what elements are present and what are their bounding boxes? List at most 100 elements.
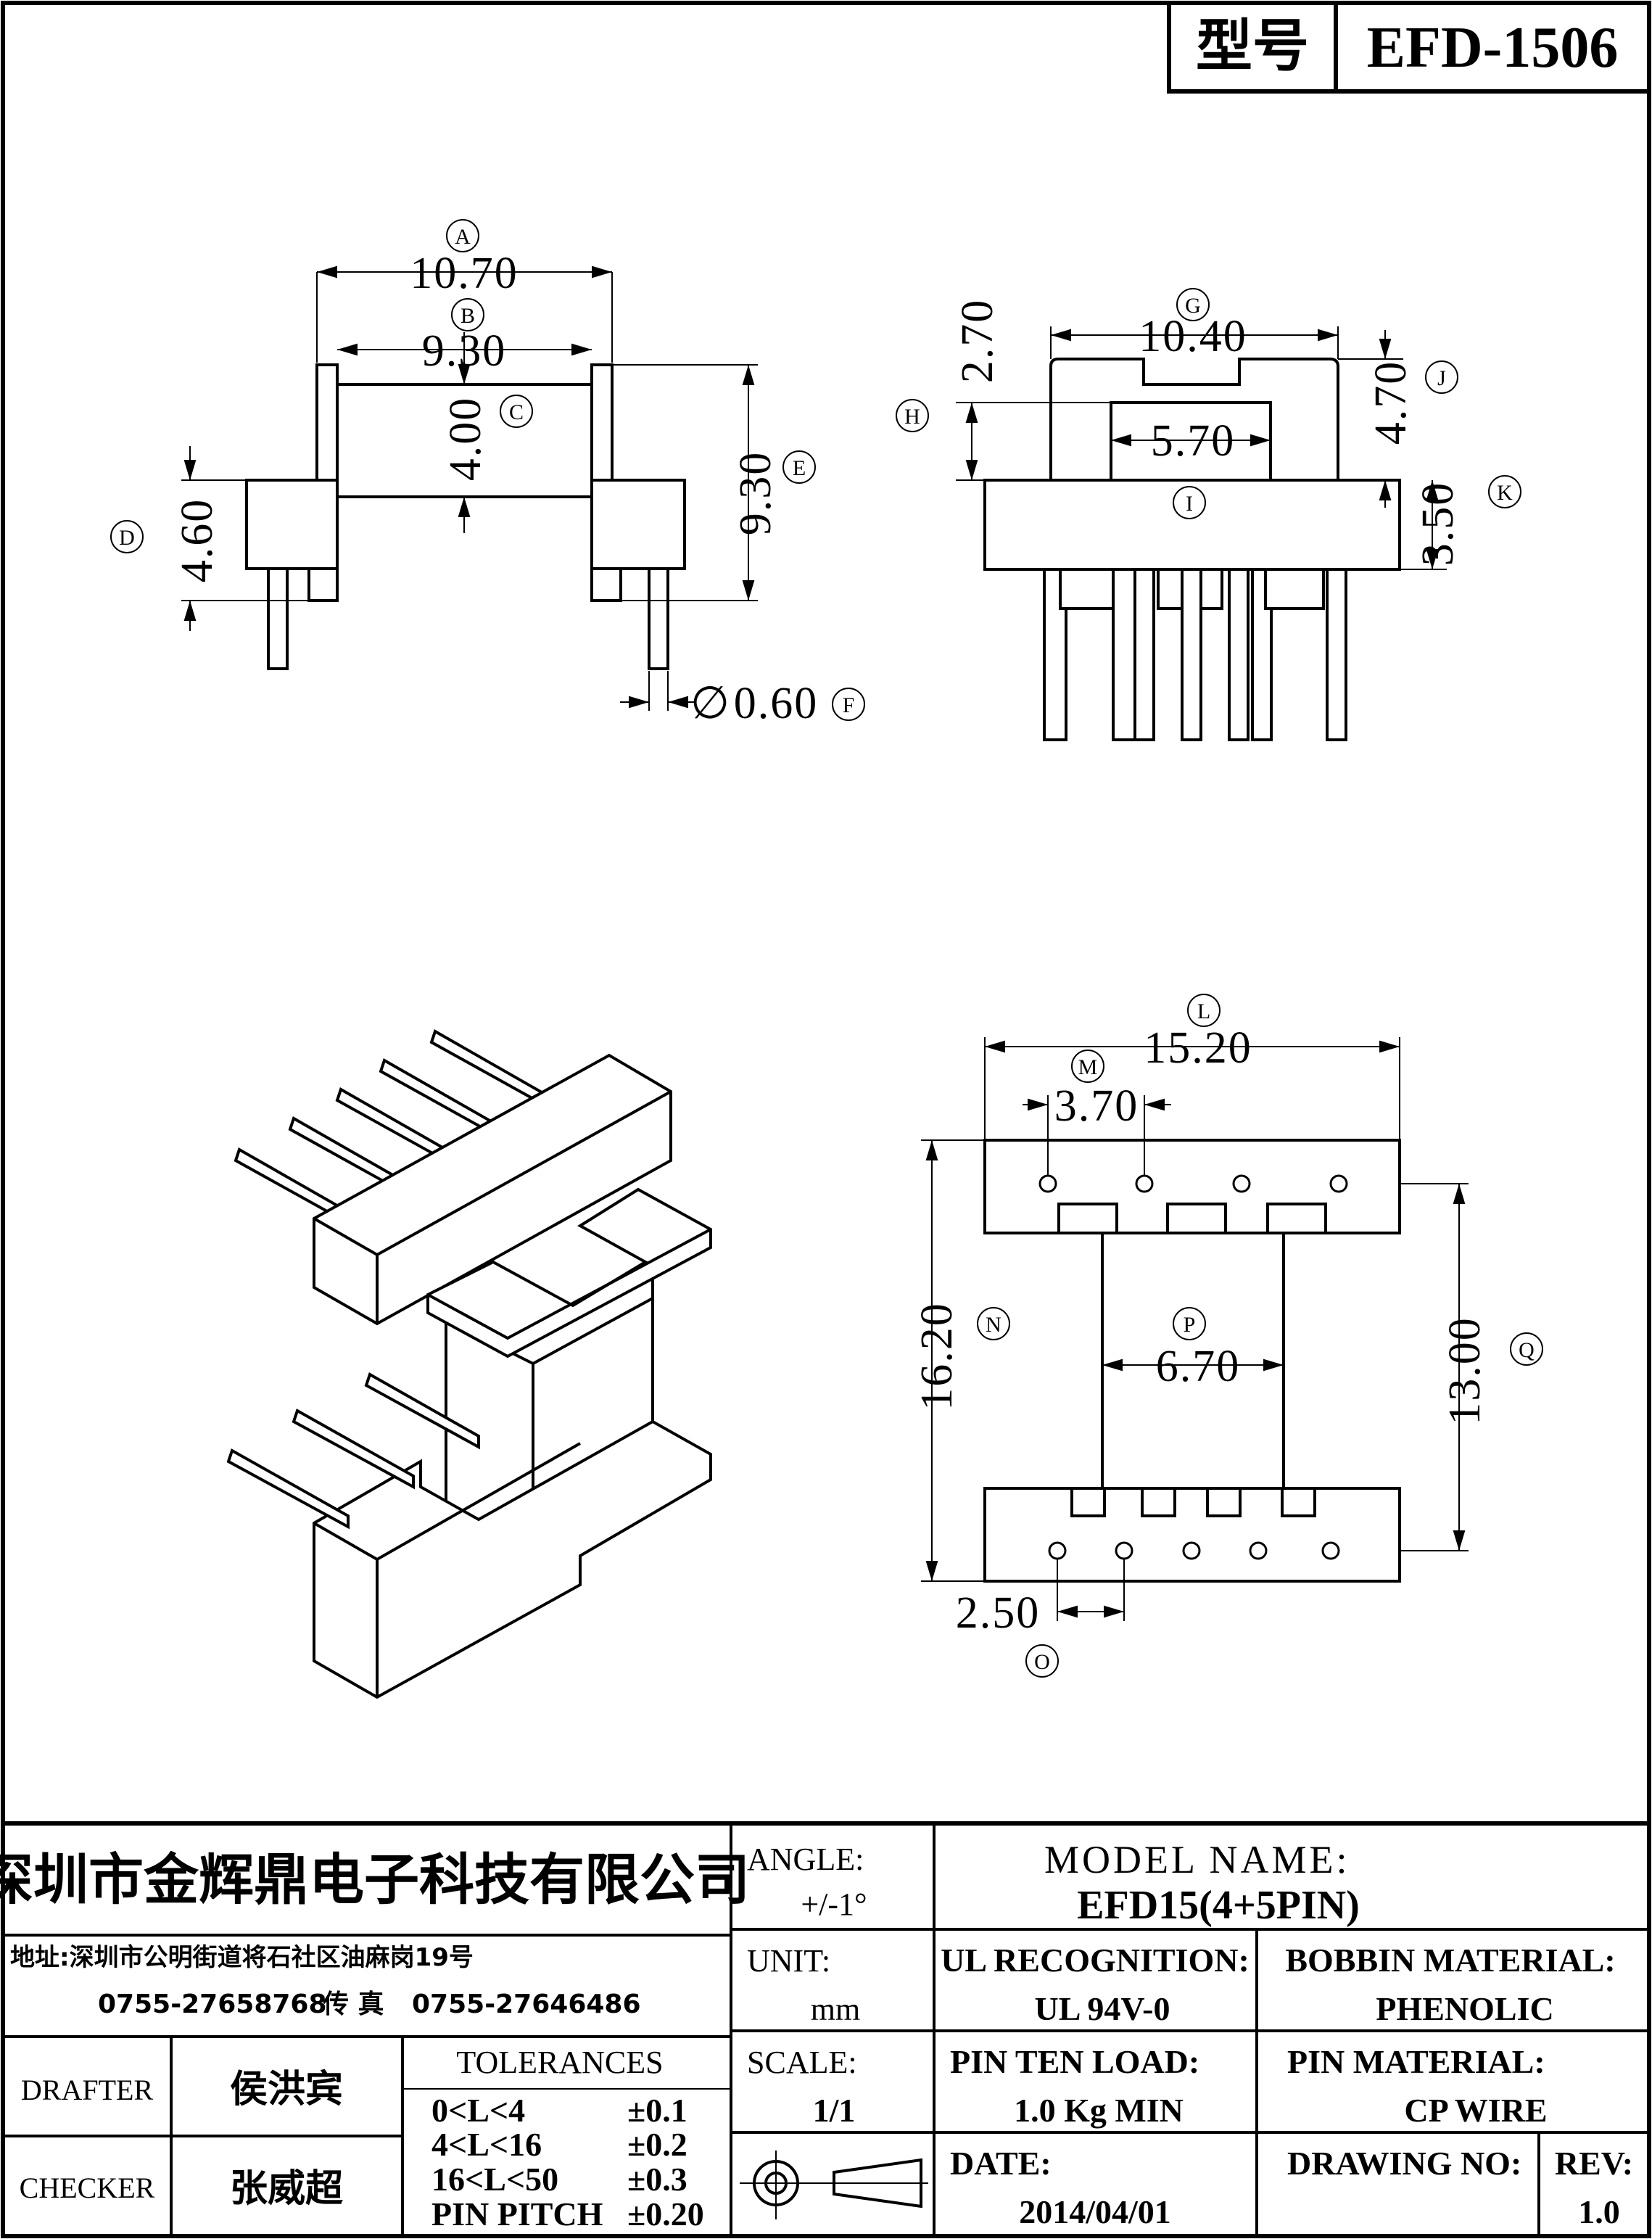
front-left-pin	[267, 567, 289, 670]
front-left-base	[245, 479, 339, 570]
side-pins	[1043, 568, 1347, 741]
model-name-label: MODEL NAME:	[1044, 1838, 1350, 1881]
label-i-circle	[1173, 486, 1206, 519]
label-f: F	[843, 693, 855, 717]
iso-front-pins	[226, 1372, 480, 1530]
tol-range-2: 4<L<16	[431, 2126, 542, 2163]
drafter-label: DRAFTER	[21, 2074, 154, 2106]
bobbin-label: BOBBIN MATERIAL:	[1285, 1942, 1615, 1979]
tol-range-3: 16<L<50	[431, 2161, 558, 2198]
front-left-stub	[307, 567, 339, 602]
dim-p: 6.70	[1156, 1342, 1241, 1391]
tol-range-1: 0<L<4	[431, 2092, 525, 2129]
dim-l: 15.20	[1144, 1023, 1252, 1073]
dim-k: 3.50	[1413, 482, 1463, 566]
label-b-circle	[451, 298, 484, 331]
front-right-stub	[590, 567, 622, 602]
drafter-name: 侯洪宾	[230, 2068, 343, 2111]
drawing-no-label: DRAWING NO:	[1287, 2145, 1521, 2182]
front-view: A 10.70 B 9.30 4.00 C 4.60 D 9.30 E ∅	[110, 219, 865, 728]
dim-o: 2.50	[956, 1588, 1041, 1638]
checker-label: CHECKER	[20, 2172, 155, 2204]
label-d: D	[119, 526, 135, 550]
type-label: 型号	[1196, 14, 1309, 79]
label-c-circle	[500, 395, 533, 428]
dim-h: 2.70	[953, 299, 1002, 384]
front-right-base	[590, 479, 686, 570]
label-i: I	[1186, 492, 1193, 516]
tol-value-4: ±0.20	[627, 2195, 704, 2232]
dim-m: 3.70	[1054, 1081, 1139, 1131]
dim-j: 4.70	[1366, 360, 1416, 445]
label-q-circle	[1510, 1332, 1543, 1366]
company-address: 地址:深圳市公明街道将石社区油麻岗19号	[10, 1943, 474, 1972]
side-view: G 10.40 2.70 H 5.70 I 4.70 J 3.50 K	[896, 288, 1521, 741]
rev-value: 1.0	[1578, 2193, 1620, 2230]
label-k-circle	[1488, 475, 1521, 508]
company-name: 深圳市金辉鼎电子科技有限公司	[0, 1847, 750, 1912]
dim-i: 5.70	[1151, 416, 1236, 466]
model-code: EFD-1506	[1367, 16, 1619, 80]
dim-f: 0.60	[734, 679, 819, 728]
fax-label: 传 真	[322, 1989, 384, 2019]
model-name-value: EFD15(4+5PIN)	[1077, 1883, 1360, 1928]
label-n-circle	[977, 1307, 1010, 1340]
label-h: H	[904, 405, 920, 429]
pin-material-label: PIN MATERIAL:	[1287, 2043, 1545, 2080]
front-right-pin	[648, 567, 669, 670]
tol-value-2: ±0.2	[627, 2126, 687, 2163]
iso-mid-plate	[426, 1187, 712, 1358]
label-n: N	[986, 1313, 1001, 1337]
rev-label: REV:	[1555, 2145, 1633, 2182]
company-fax: 0755-27646486	[412, 1989, 641, 2019]
diameter-symbol: ∅	[690, 679, 731, 728]
label-l: L	[1197, 999, 1210, 1023]
label-d-circle	[110, 520, 144, 553]
label-e-circle	[782, 450, 816, 484]
label-b: B	[461, 304, 475, 328]
label-p-circle	[1173, 1307, 1206, 1340]
label-g-circle	[1176, 288, 1210, 321]
tol-range-4: PIN PITCH	[431, 2195, 603, 2232]
label-j: J	[1437, 366, 1446, 390]
unit-value: mm	[811, 1992, 860, 2027]
scale-label: SCALE:	[747, 2045, 857, 2080]
label-a-circle	[446, 219, 479, 252]
label-o-circle	[1025, 1644, 1059, 1678]
label-m: M	[1078, 1055, 1098, 1079]
company-phone: 0755-27658768	[98, 1989, 327, 2019]
header-box: 型号 EFD-1506	[1167, 1, 1651, 94]
dim-a: 10.70	[410, 249, 519, 298]
dim-e: 9.30	[731, 451, 780, 536]
label-p: P	[1184, 1313, 1196, 1337]
label-c: C	[509, 400, 524, 424]
ul-value: UL 94V-0	[1035, 1990, 1170, 2027]
label-q: Q	[1519, 1338, 1535, 1362]
date-label: DATE:	[950, 2145, 1052, 2182]
tol-value-3: ±0.3	[627, 2161, 687, 2198]
unit-label: UNIT:	[747, 1943, 830, 1979]
side-base	[983, 479, 1401, 571]
label-e: E	[793, 456, 806, 480]
label-g: G	[1185, 294, 1201, 318]
label-o: O	[1034, 1650, 1050, 1674]
pin-load-value: 1.0 Kg MIN	[1014, 2092, 1184, 2129]
ul-label: UL RECOGNITION:	[941, 1942, 1250, 1979]
label-m-circle	[1071, 1050, 1104, 1083]
tolerances-label: TOLERANCES	[456, 2045, 663, 2080]
iso-lower-flange	[313, 1419, 712, 1699]
angle-label: ANGLE:	[747, 1842, 864, 1877]
dim-g: 10.40	[1139, 312, 1247, 361]
top-lower-strip	[983, 1487, 1401, 1583]
dim-n: 16.20	[912, 1302, 962, 1411]
isometric-view	[226, 1029, 712, 1699]
angle-value: +/-1°	[801, 1887, 867, 1922]
projection-symbol	[740, 2151, 928, 2219]
bobbin-value: PHENOLIC	[1376, 1990, 1553, 2027]
dim-q: 13.00	[1440, 1316, 1490, 1425]
scale-value: 1/1	[813, 2092, 856, 2129]
label-a: A	[455, 225, 471, 249]
label-j-circle	[1425, 360, 1458, 394]
